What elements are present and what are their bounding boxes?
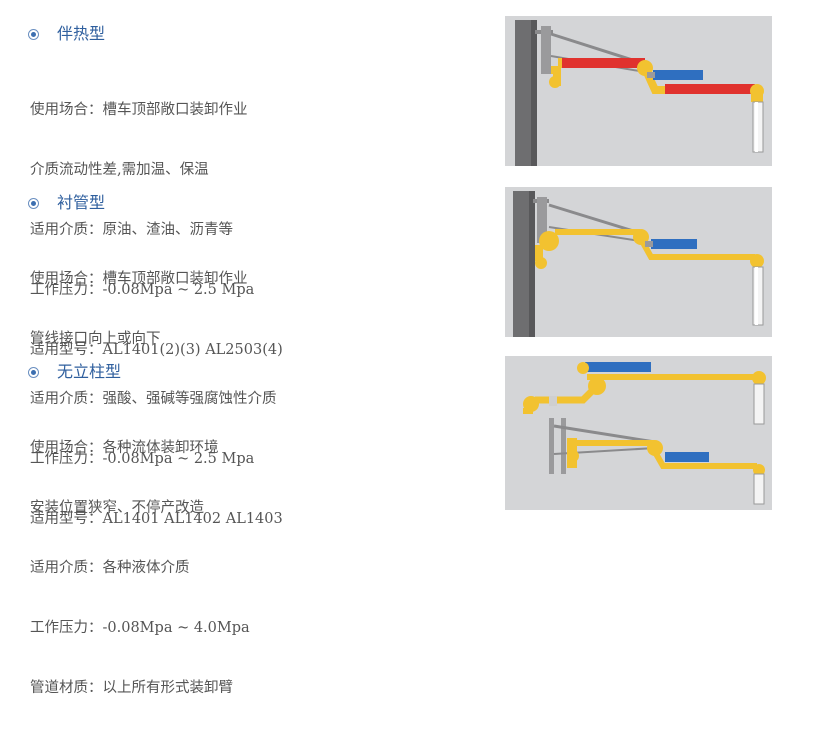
section-heading: 无立柱型 bbox=[28, 362, 121, 382]
loading-arm-drawing bbox=[505, 356, 772, 510]
section-heat-tracing: 伴热型 使用场合：槽车顶部敞口装卸作业 介质流动性差,需加温、保温 适用介质：原… bbox=[0, 24, 831, 358]
no-column-arm-image bbox=[505, 356, 772, 510]
spec-line: 使用场合：槽车顶部敞口装卸作业 bbox=[30, 271, 248, 287]
spec-line: 适用介质：强酸、强碱等强腐蚀性介质 bbox=[30, 391, 277, 407]
spec-lines: 使用场合：槽车顶部敞口装卸作业 介质流动性差,需加温、保温 适用介质：原油、渣油… bbox=[30, 60, 283, 400]
loading-arm-drawing bbox=[505, 16, 772, 166]
spec-line: 适用介质：各种液体介质 bbox=[30, 560, 190, 576]
section-heading: 衬管型 bbox=[28, 193, 105, 213]
section-title: 衬管型 bbox=[57, 193, 106, 212]
radio-bullet-icon bbox=[28, 197, 39, 209]
spec-line: 管线接口向上或向下 bbox=[30, 331, 161, 347]
spec-line: 工作压力：-0.08Mpa ~ 2.5 Mpa bbox=[30, 451, 255, 467]
loading-arm-drawing bbox=[505, 187, 772, 337]
radio-bullet-icon bbox=[28, 366, 39, 378]
section-heading: 伴热型 bbox=[28, 24, 105, 44]
heat-tracing-arm-image bbox=[505, 16, 772, 166]
spec-line: 适用型号：AL1401(2)(3) AL2503(4) bbox=[30, 342, 283, 358]
spec-line: 介质流动性差,需加温、保温 bbox=[30, 162, 209, 178]
spec-line: 安装位置狭窄、不停产改造 bbox=[30, 500, 204, 516]
spec-line: 管道材质：以上所有形式装卸臂 bbox=[30, 680, 233, 696]
spec-line: 适用介质：原油、渣油、沥青等 bbox=[30, 222, 233, 238]
section-title: 伴热型 bbox=[57, 24, 106, 43]
spec-lines: 使用场合：各种流体装卸环境 安装位置狭窄、不停产改造 适用介质：各种液体介质 工… bbox=[30, 398, 250, 738]
spec-line: 使用场合：槽车顶部敞口装卸作业 bbox=[30, 102, 248, 118]
spec-line: 工作压力：-0.08Mpa ~ 2.5 Mpa bbox=[30, 282, 255, 298]
spec-line: 工作压力：-0.08Mpa ~ 4.0Mpa bbox=[30, 620, 250, 636]
spec-line: 使用场合：各种流体装卸环境 bbox=[30, 440, 219, 456]
radio-bullet-icon bbox=[28, 28, 39, 40]
lined-pipe-arm-image bbox=[505, 187, 772, 337]
section-title: 无立柱型 bbox=[57, 362, 122, 381]
